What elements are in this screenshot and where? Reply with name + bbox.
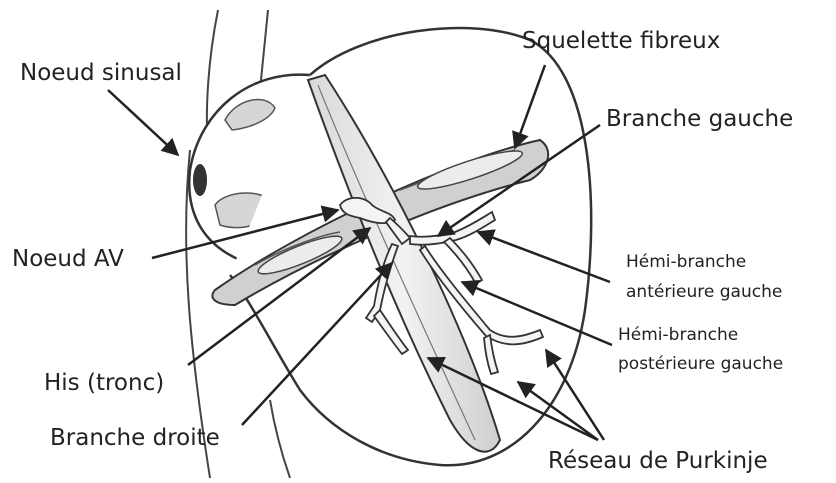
- label-branche-droite: Branche droite: [50, 427, 220, 450]
- label-hemi-posterieure-line1: Hémi-branche: [618, 327, 738, 344]
- label-reseau-purkinje: Réseau de Purkinje: [548, 450, 768, 473]
- label-noeud-sinusal: Noeud sinusal: [20, 62, 182, 85]
- label-hemi-anterieure-line2: antérieure gauche: [626, 284, 782, 301]
- label-hemi-posterieure-line2: postérieure gauche: [618, 356, 783, 373]
- label-noeud-av: Noeud AV: [12, 248, 124, 271]
- label-his: His (tronc): [44, 372, 164, 395]
- label-squelette-fibreux: Squelette fibreux: [522, 30, 720, 53]
- arrow-noeud-sinusal: [108, 90, 178, 155]
- label-hemi-anterieure-line1: Hémi-branche: [626, 254, 746, 271]
- label-branche-gauche: Branche gauche: [606, 108, 793, 131]
